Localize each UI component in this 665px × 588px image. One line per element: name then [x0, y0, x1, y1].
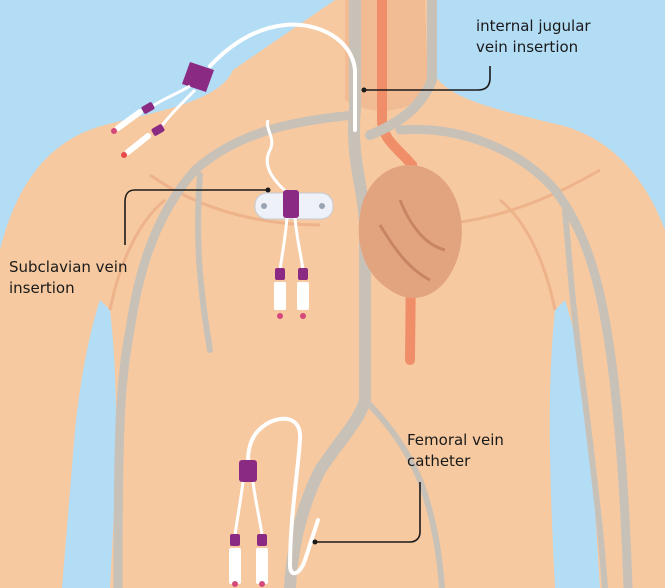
leader-dot-femoral [313, 540, 318, 545]
label-ijv: internal jugular vein insertion [476, 16, 591, 58]
label-femoral: Femoral vein catheter [407, 430, 504, 472]
label-ijv-line2: vein insertion [476, 37, 591, 58]
label-subclavian: Subclavian vein insertion [9, 257, 127, 299]
label-ijv-line1: internal jugular [476, 16, 591, 37]
label-subclavian-line2: insertion [9, 278, 127, 299]
leader-dot-subclavian [266, 188, 271, 193]
label-femoral-line1: Femoral vein [407, 430, 504, 451]
leader-dot-ijv [362, 88, 367, 93]
label-femoral-line2: catheter [407, 451, 504, 472]
label-subclavian-line1: Subclavian vein [9, 257, 127, 278]
